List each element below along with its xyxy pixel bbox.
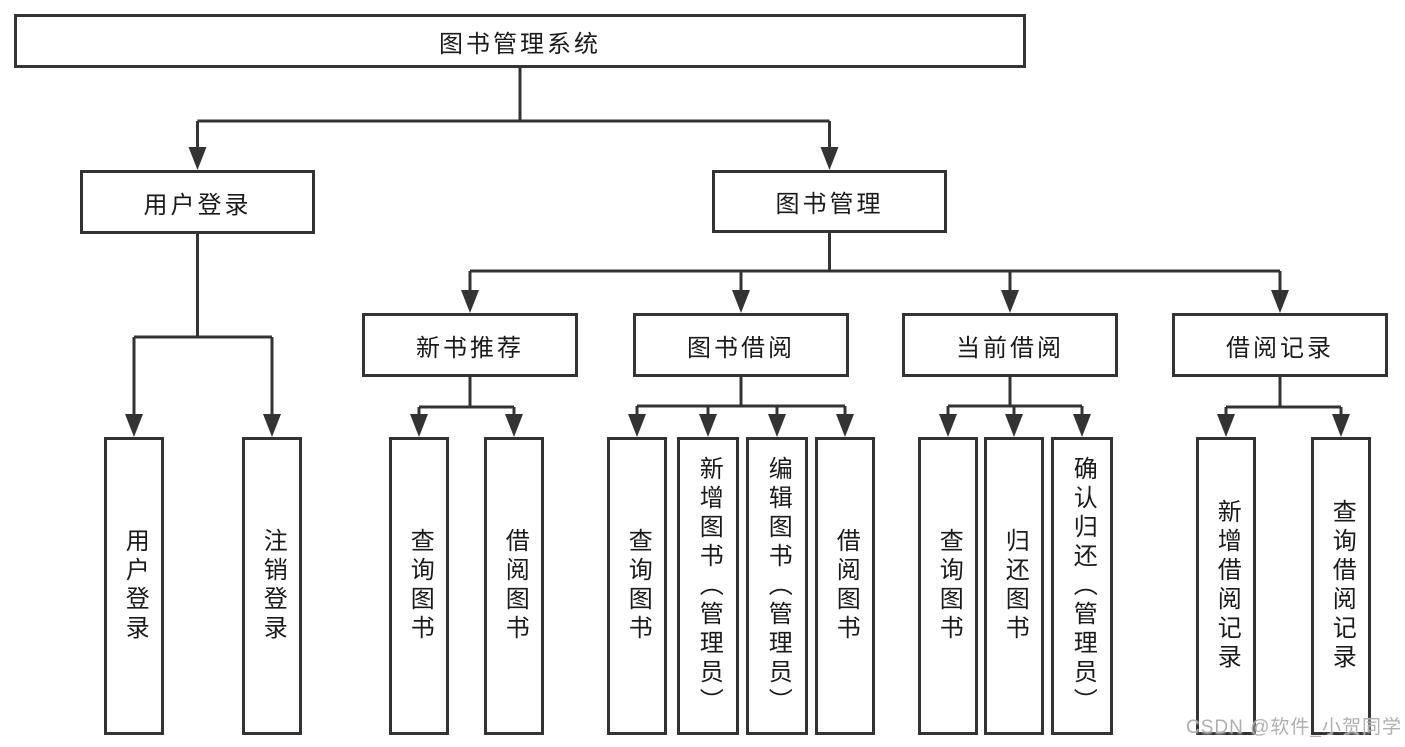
leaf-query-borrow-record: 查询借阅记录: [1311, 437, 1371, 735]
leaf-user-login: 用户登录: [104, 437, 164, 735]
arrowhead-icon: [1001, 290, 1019, 313]
node-user-login: 用户登录: [80, 170, 315, 234]
arrowhead-icon: [263, 414, 281, 437]
arrowhead-icon: [1073, 414, 1091, 437]
leaf-borrow-books-recommend: 借阅图书: [484, 437, 544, 735]
leaf-label: 新增借阅记录: [1213, 499, 1241, 673]
node-new-book-recommend: 新书推荐: [362, 313, 578, 377]
leaf-logout: 注销登录: [242, 437, 302, 735]
connector-book-management-split: [468, 233, 1282, 297]
leaf-label: 借阅图书: [832, 528, 860, 644]
node-book-borrow: 图书借阅: [633, 313, 849, 377]
arrowheads: [125, 147, 1350, 437]
leaf-label: 编辑图书（管理员）: [764, 455, 792, 717]
leaf-label: 新增图书（管理员）: [695, 455, 723, 717]
arrowhead-icon: [1217, 414, 1235, 437]
connector-current-borrow-split: [946, 377, 1084, 421]
node-label: 用户登录: [143, 191, 252, 219]
node-label: 图书管理系统: [439, 30, 601, 58]
connector-borrow-records-split: [1224, 377, 1343, 421]
arrowhead-icon: [188, 147, 207, 170]
connector-user-login-split: [132, 234, 274, 421]
leaf-edit-book-admin: 编辑图书（管理员）: [746, 437, 808, 735]
node-label: 图书管理: [775, 191, 884, 218]
leaf-query-books-recommend: 查询图书: [389, 437, 449, 735]
connector-new-book-split: [417, 377, 516, 421]
node-label: 图书借阅: [687, 334, 795, 362]
leaf-add-borrow-record: 新增借阅记录: [1196, 437, 1256, 735]
leaf-add-book-admin: 新增图书（管理员）: [677, 437, 739, 735]
arrowhead-icon: [820, 147, 839, 170]
leaf-query-books-borrow: 查询图书: [607, 437, 667, 735]
leaf-return-book: 归还图书: [984, 437, 1044, 735]
arrowhead-icon: [768, 414, 786, 437]
arrowhead-icon: [1005, 414, 1023, 437]
arrowhead-icon: [505, 414, 523, 437]
connector-lines: [132, 68, 1343, 421]
leaf-query-books-current: 查询图书: [918, 437, 978, 735]
leaf-label: 用户登录: [121, 528, 149, 644]
node-label: 新书推荐: [416, 334, 524, 362]
node-root-system: 图书管理系统: [14, 14, 1026, 68]
node-borrow-records: 借阅记录: [1172, 313, 1388, 377]
node-label: 当前借阅: [956, 334, 1064, 362]
leaf-label: 注销登录: [259, 528, 287, 644]
leaf-label: 查询图书: [624, 528, 652, 644]
arrowhead-icon: [125, 414, 143, 437]
node-book-management: 图书管理: [712, 170, 947, 233]
leaf-borrow-books: 借阅图书: [815, 437, 875, 735]
arrowhead-icon: [410, 414, 428, 437]
leaf-label: 查询图书: [935, 528, 963, 644]
node-current-borrow: 当前借阅: [902, 313, 1118, 377]
csdn-watermark: CSDN @软件_小贺同学: [1186, 717, 1402, 738]
leaf-label: 查询借阅记录: [1328, 499, 1356, 673]
leaf-label: 归还图书: [1001, 528, 1029, 644]
arrowhead-icon: [1332, 414, 1350, 437]
leaf-label: 借阅图书: [501, 528, 529, 644]
arrowhead-icon: [699, 414, 717, 437]
node-label: 借阅记录: [1226, 334, 1334, 362]
arrowhead-icon: [1271, 290, 1289, 313]
connector-root-split: [196, 68, 831, 152]
arrowhead-icon: [732, 290, 750, 313]
leaf-label: 确认归还（管理员）: [1069, 455, 1097, 717]
connector-book-borrow-split: [635, 377, 847, 421]
arrowhead-icon: [939, 414, 957, 437]
arrowhead-icon: [836, 414, 854, 437]
leaf-confirm-return-admin: 确认归还（管理员）: [1051, 437, 1113, 735]
leaf-label: 查询图书: [406, 528, 434, 644]
arrowhead-icon: [461, 290, 479, 313]
arrowhead-icon: [628, 414, 646, 437]
